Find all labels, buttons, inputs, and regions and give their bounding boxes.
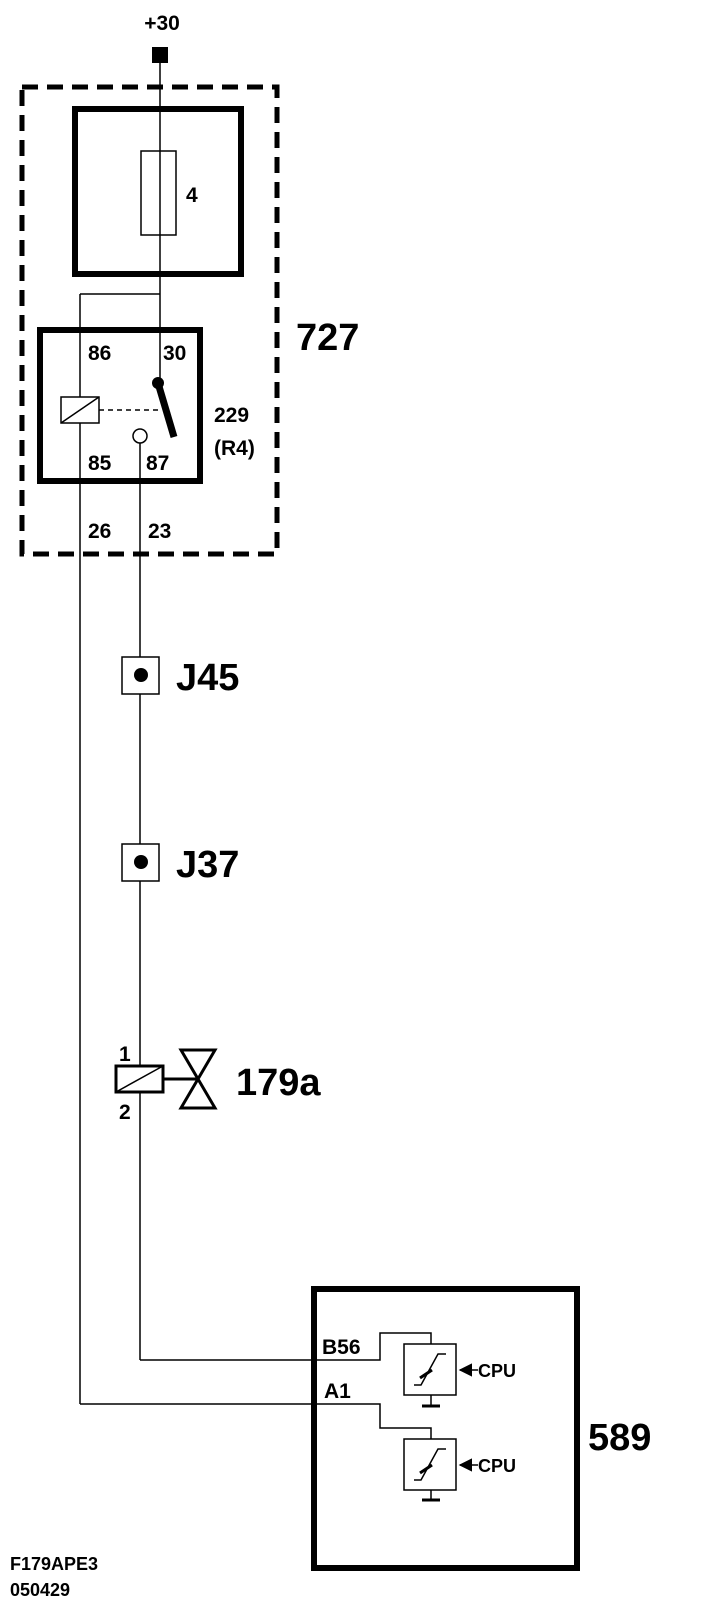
valve-pin-1: 1 [119,1043,131,1066]
relay-pin-30: 30 [163,342,186,365]
driver-lower-mark [419,1463,433,1475]
relay-position: (R4) [214,437,255,460]
fuse-label: 4 [186,184,198,207]
fuse-holder [72,106,244,277]
terminal-23: 23 [148,520,171,543]
relay-number: 229 [214,404,249,427]
cpu-lower-label: CPU [478,1456,516,1476]
ecu-box [311,1286,580,1571]
diagram-date: 050429 [10,1580,70,1600]
relay-pin-85: 85 [88,452,112,475]
connector-j37-label: J37 [176,844,239,886]
driver-upper-symbol [414,1353,446,1386]
connector-j37-pin [134,855,148,869]
ecu-b56-internal-wire [314,1332,432,1361]
valve-label: 179a [236,1062,321,1104]
ecu-a1-internal-wire [314,1403,432,1439]
driver-upper-mark [419,1368,433,1380]
connector-j45-pin [134,668,148,682]
valve-icon [178,1048,218,1110]
relay-pin-87: 87 [146,452,169,475]
supply-label: +30 [144,12,180,35]
supply-terminal [152,47,168,63]
switch-contact-arm [154,382,178,438]
diagram-code: F179APE3 [10,1554,98,1574]
ecu-pin-a1: A1 [324,1380,351,1403]
fuse-symbol [140,150,177,236]
relay-coil-diagonal [60,396,100,424]
connector-j45-label: J45 [176,657,239,699]
valve-pin-2: 2 [119,1101,131,1124]
ecu-number: 589 [588,1417,651,1459]
switch-contact-87 [132,428,148,444]
terminal-26: 26 [88,520,111,543]
driver-lower-symbol [414,1448,446,1481]
fuse-relay-box [19,84,280,557]
ecu-pin-b56: B56 [322,1336,361,1359]
cpu-upper-label: CPU [478,1361,516,1381]
relay-box [37,327,203,484]
valve-solenoid-diagonal [115,1065,164,1093]
fuse-box-number: 727 [296,317,359,359]
relay-pin-86: 86 [88,342,111,365]
